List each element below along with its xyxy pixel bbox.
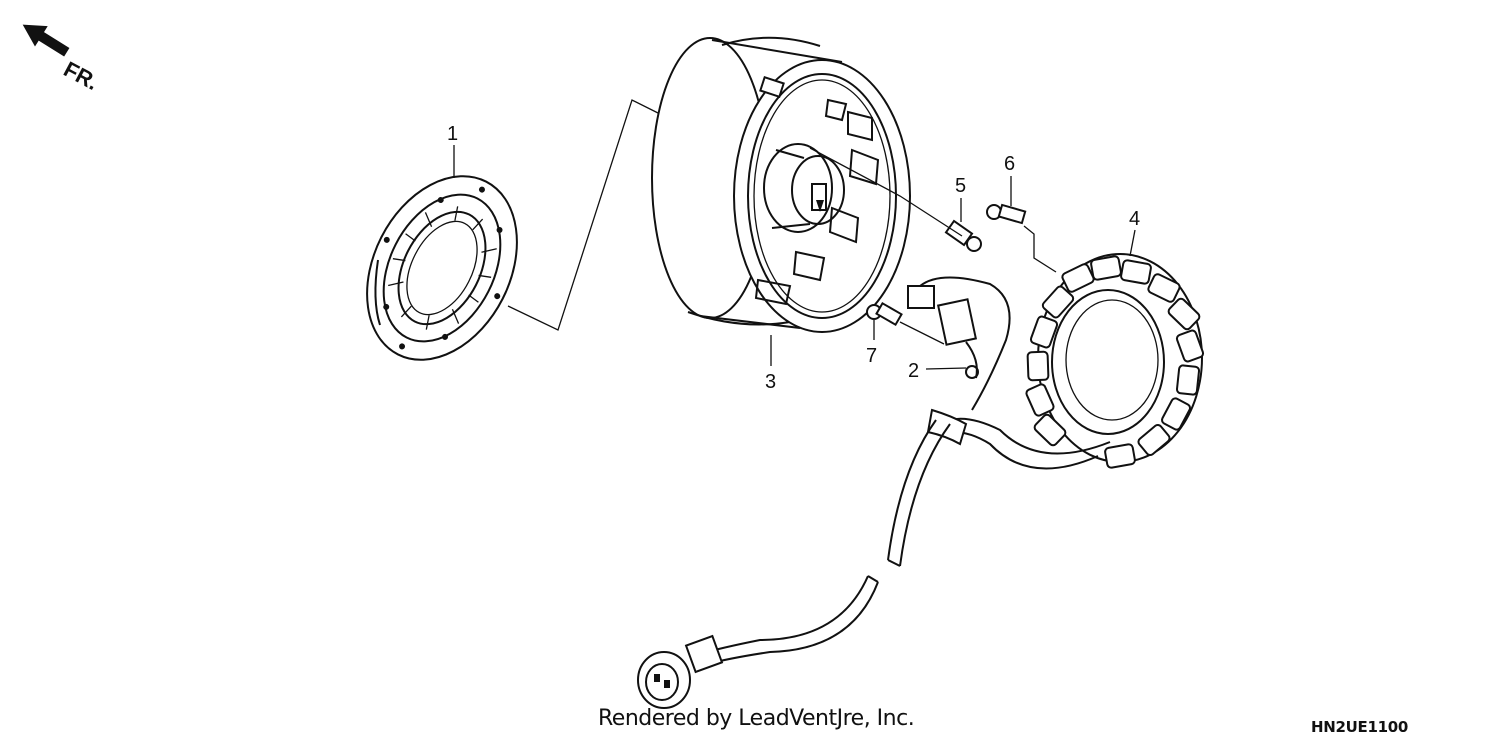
callout-5: 5: [955, 175, 966, 197]
bolt-icon: [866, 301, 903, 327]
callout-4: 4: [1129, 208, 1140, 230]
callout-3: 3: [765, 371, 776, 393]
bolt-icon: [944, 219, 982, 252]
callout-7: 7: [866, 345, 877, 367]
wire-harness-icon: [699, 408, 968, 665]
diagram-code: HN2UE1100: [1311, 718, 1409, 736]
flywheel-icon: [651, 36, 911, 333]
callout-6: 6: [1004, 153, 1015, 175]
callout-2: 2: [908, 360, 919, 382]
callout-1: 1: [447, 123, 458, 145]
direction-label: FR.: [60, 56, 103, 95]
front-direction-indicator: FR.: [22, 24, 103, 95]
starter-clutch-icon: [366, 175, 518, 361]
arrow-front-icon: [22, 24, 70, 57]
render-credit: Rendered by LeadVentJre, Inc.: [598, 706, 915, 731]
connector-icon: [637, 634, 724, 709]
stator-icon: [945, 253, 1205, 470]
pulse-generator-icon: [907, 276, 1011, 411]
bolt-icon: [986, 203, 1027, 225]
